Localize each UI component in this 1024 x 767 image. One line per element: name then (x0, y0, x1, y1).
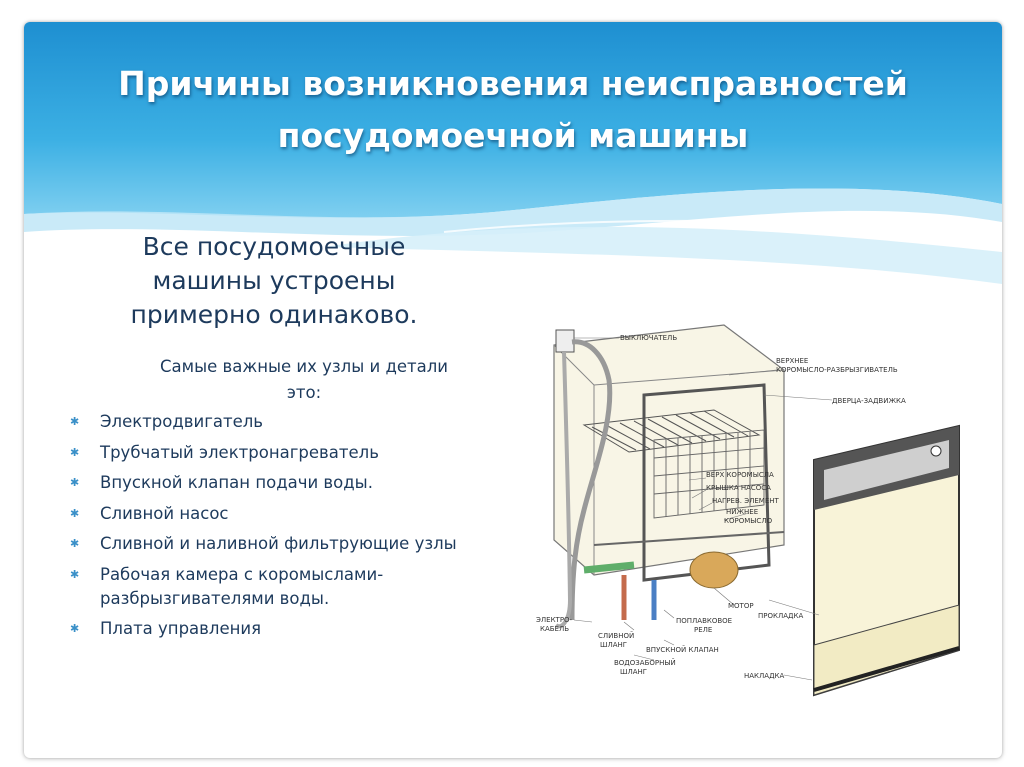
intro-text: Самые важные их узлы и детали это: (124, 354, 484, 406)
door-panel (813, 424, 960, 697)
label-float-1: ПОПЛАВКОВОЕ (676, 617, 732, 625)
label-inlet-hose-2: ШЛАНГ (620, 668, 647, 676)
label-cable-1: ЭЛЕКТРО- (536, 616, 573, 624)
title-line-2: посудомоечной машины (277, 116, 749, 155)
label-pump-cover: КРЫШКА НАСОСА (706, 484, 771, 492)
label-door: ДВЕРЦА-ЗАДВИЖКА (832, 397, 906, 405)
label-switch: ВЫКЛЮЧАТЕЛЬ (620, 334, 677, 342)
label-heater: НАГРЕВ. ЭЛЕМЕНТ (712, 497, 780, 505)
bullet-icon: ✱ (70, 445, 80, 459)
header-banner: Причины возникновения неисправностей пос… (24, 22, 1002, 312)
intro-line-1: Самые важные их узлы и детали (159, 357, 449, 376)
bullet-icon: ✱ (70, 415, 80, 428)
upper-rack (582, 409, 761, 453)
list-item-text: Рабочая камера с коромыслами-разбрызгива… (100, 564, 384, 608)
bullet-icon: ✱ (70, 537, 80, 550)
subtitle: Все посудомоечные машины устроены пример… (84, 230, 464, 332)
machine-body (553, 324, 785, 576)
intro-line-2: это: (286, 383, 322, 402)
label-motor: МОТОР (728, 602, 754, 610)
label-arm-top: ВЕРХ КОРОМЫСЛА (706, 471, 774, 479)
label-upper-arm-1: ВЕРХНЕЕ (776, 357, 808, 365)
label-panel: НАКЛАДКА (744, 672, 785, 680)
list-item: ✱ Трубчатый электронагреватель (66, 441, 466, 465)
list-item: ✱ Сливной и наливной фильтрующие узлы (66, 532, 466, 556)
label-lower-arm-1: НИЖНЕЕ (726, 508, 758, 516)
subtitle-line-3: примерно одинаково. (130, 300, 418, 329)
slide-title: Причины возникновения неисправностей пос… (24, 58, 1002, 162)
list-item: ✱ Рабочая камера с коромыслами-разбрызгив… (66, 563, 466, 611)
label-cable-2: КАБЕЛЬ (540, 625, 569, 633)
list-item-text: Сливной насос (100, 503, 229, 523)
list-item-text: Электродвигатель (100, 412, 264, 431)
bullet-icon: ✱ (70, 567, 80, 581)
slide: Причины возникновения неисправностей пос… (24, 22, 1002, 758)
bullet-icon: ✱ (70, 622, 80, 635)
list-item: ✱ Плата управления (66, 617, 466, 641)
subtitle-line-1: Все посудомоечные (142, 232, 406, 261)
label-upper-arm-2: КОРОМЫСЛО-РАЗБРЫЗГИВАТЕЛЬ (776, 366, 898, 374)
list-item: ✱ Впускной клапан подачи воды. (66, 471, 466, 495)
label-drain-hose-1: СЛИВНОЙ (598, 631, 634, 640)
label-inlet-hose-1: ВОДОЗАБОРНЫЙ (614, 658, 676, 667)
list-item: ✱ Электродвигатель (66, 410, 466, 434)
drain-hose (583, 561, 635, 574)
lower-rack (653, 429, 765, 519)
wave-background (24, 22, 1002, 284)
label-inlet-valve: ВПУСКНОЙ КЛАПАН (646, 645, 719, 654)
label-lower-arm-2: КОРОМЫСЛО (724, 517, 773, 525)
list-item: ✱ Сливной насос (66, 502, 466, 526)
bullet-icon: ✱ (70, 506, 80, 520)
bullet-icon: ✱ (70, 476, 80, 489)
label-float-2: РЕЛЕ (694, 626, 712, 634)
subtitle-line-2: машины устроены (152, 266, 396, 295)
dishwasher-diagram: ВЫКЛЮЧАТЕЛЬ ВЕРХНЕЕ КОРОМЫСЛО-РАЗБРЫЗГИВ… (536, 324, 960, 697)
list-item-text: Сливной и наливной фильтрующие узлы (100, 534, 457, 553)
electric-cable (569, 339, 613, 621)
list-item-text: Впускной клапан подачи воды. (100, 473, 373, 492)
parts-list: ✱ Электродвигатель ✱ Трубчатый электронагр… (66, 410, 466, 648)
switch-box (555, 329, 575, 353)
motor (689, 551, 739, 589)
label-drain-hose-2: ШЛАНГ (600, 641, 627, 649)
title-line-1: Причины возникновения неисправностей (118, 64, 908, 103)
label-gasket: ПРОКЛАДКА (758, 612, 803, 620)
list-item-text: Трубчатый электронагреватель (100, 442, 379, 462)
list-item-text: Плата управления (100, 619, 262, 638)
